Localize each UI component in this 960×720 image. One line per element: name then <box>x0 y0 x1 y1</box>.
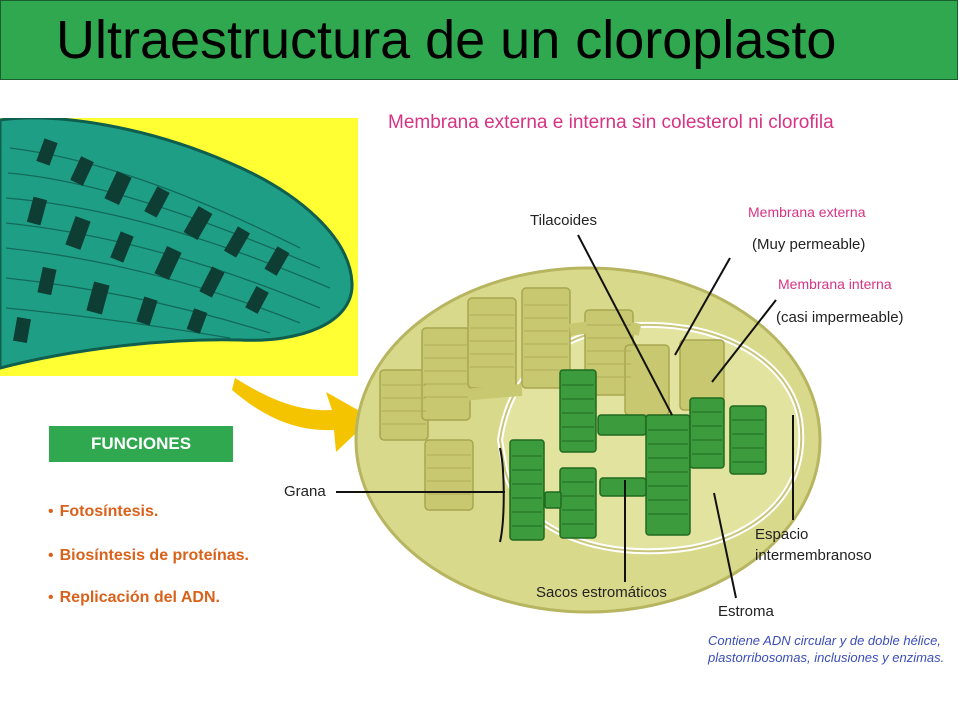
title-bar: Ultraestructura de un cloroplasto <box>0 0 958 80</box>
subtitle: Membrana externa e interna sin colestero… <box>388 112 834 133</box>
label-grana: Grana <box>284 483 326 500</box>
label-membrana-interna: Membrana interna <box>778 276 892 292</box>
label-estroma: Estroma <box>718 603 774 620</box>
list-item: Replicación del ADN. <box>48 589 220 607</box>
arrow-icon <box>232 378 372 452</box>
funciones-heading: FUNCIONES <box>49 426 233 462</box>
label-espacio: Espacio <box>755 526 809 543</box>
label-intermembranoso: intermembranoso <box>755 547 872 564</box>
list-item: Fotosíntesis. <box>48 503 159 521</box>
label-tilacoides: Tilacoides <box>530 212 597 229</box>
label-muy-permeable: (Muy permeable) <box>752 236 866 253</box>
label-casi-impermeable: (casi impermeable) <box>776 309 904 326</box>
label-sacos-estromaticos: Sacos estromáticos <box>536 584 667 601</box>
list-item: Biosíntesis de proteínas. <box>48 547 249 565</box>
label-membrana-externa: Membrana externa <box>748 204 866 220</box>
estroma-note: Contiene ADN circular y de doble hélice,… <box>708 633 945 665</box>
chloroplast-micrograph <box>0 118 358 376</box>
page-title: Ultraestructura de un cloroplasto <box>56 10 837 70</box>
